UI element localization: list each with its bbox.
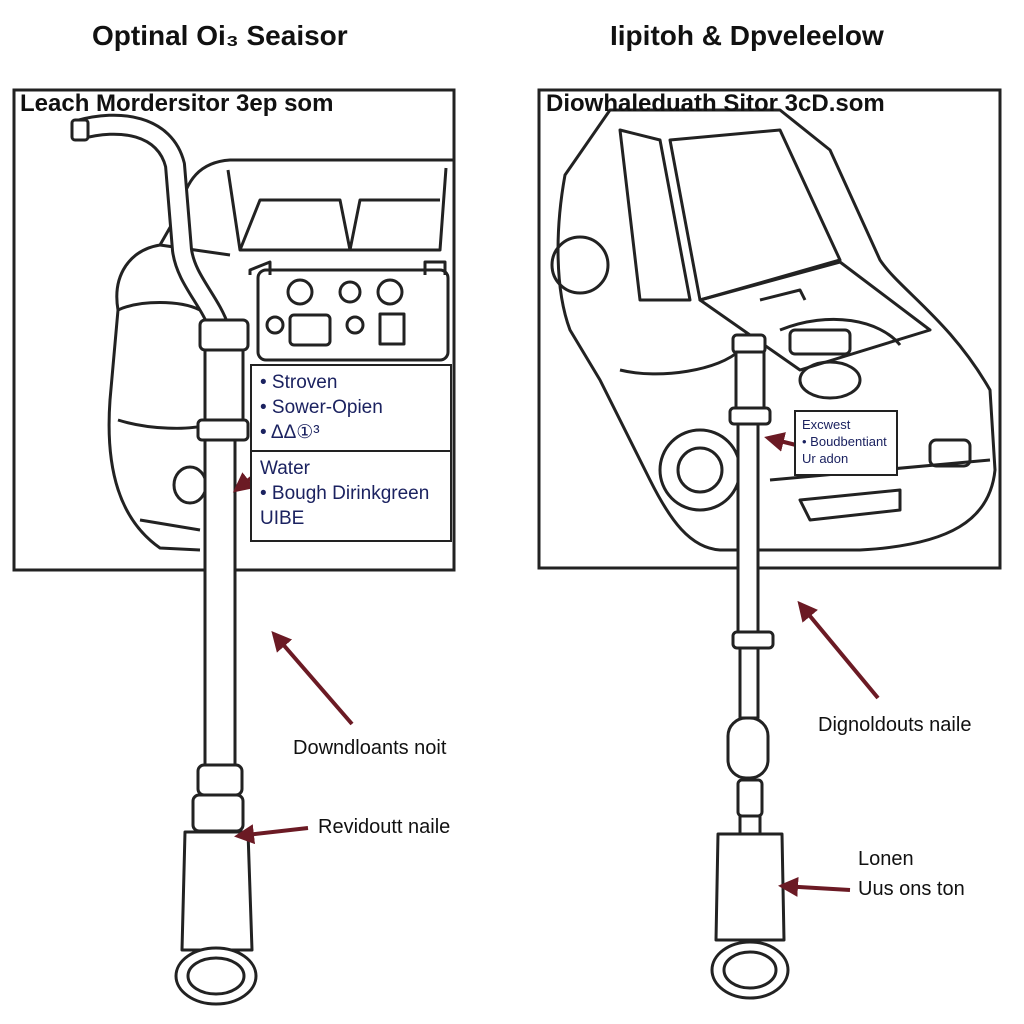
right-frame (537, 88, 1002, 570)
arrow-dignoldouts (797, 600, 880, 700)
callout-line: Ur adon (802, 451, 849, 466)
left-probe (70, 113, 258, 1006)
label-downdloants: Downdloants noit (293, 737, 447, 759)
callout-line: UIBE (260, 508, 305, 529)
label-dignoldouts: Dignoldouts naile (818, 714, 972, 736)
callout-line: • Bough Dirinkgreen (260, 483, 430, 504)
right-frame-title: Diowhaleduath Sitor 3cD.som (546, 90, 885, 117)
label-lonen: Lonen (858, 848, 914, 870)
arrow-revidoutt (234, 824, 309, 845)
callout-box-bottom-left: Water • Bough Dirinkgreen UIBE (250, 450, 452, 542)
arrow-lonen (778, 876, 851, 897)
left-heading: Optinal Oi₃ Seaisor (92, 20, 348, 51)
callout-line: Excwest (802, 417, 851, 432)
left-frame-title: Leach Mordersitor 3ep som (20, 90, 334, 117)
callout-line: Water (260, 458, 310, 479)
callout-box-right: Excwest • Boudbentiant Ur adon (794, 410, 898, 476)
callout-line: • Boudbentiant (802, 434, 887, 449)
callout-line: • Stroven (260, 372, 338, 393)
label-uus-ons-ton: Uus ons ton (858, 878, 965, 900)
callout-line: • ΔΔ①³ (260, 422, 320, 443)
label-revidoutt: Revidoutt naile (318, 816, 451, 838)
callout-line: • Sower-Opien (260, 397, 383, 418)
left-car-illustration (107, 158, 454, 552)
right-car-illustration (550, 108, 997, 552)
arrow-downdloants (271, 630, 354, 726)
callout-box-top-left: • Stroven • Sower-Opien • ΔΔ①³ (250, 364, 452, 452)
right-probe (710, 333, 790, 1000)
right-heading: Iipitoh & Dpveleelow (610, 20, 884, 51)
